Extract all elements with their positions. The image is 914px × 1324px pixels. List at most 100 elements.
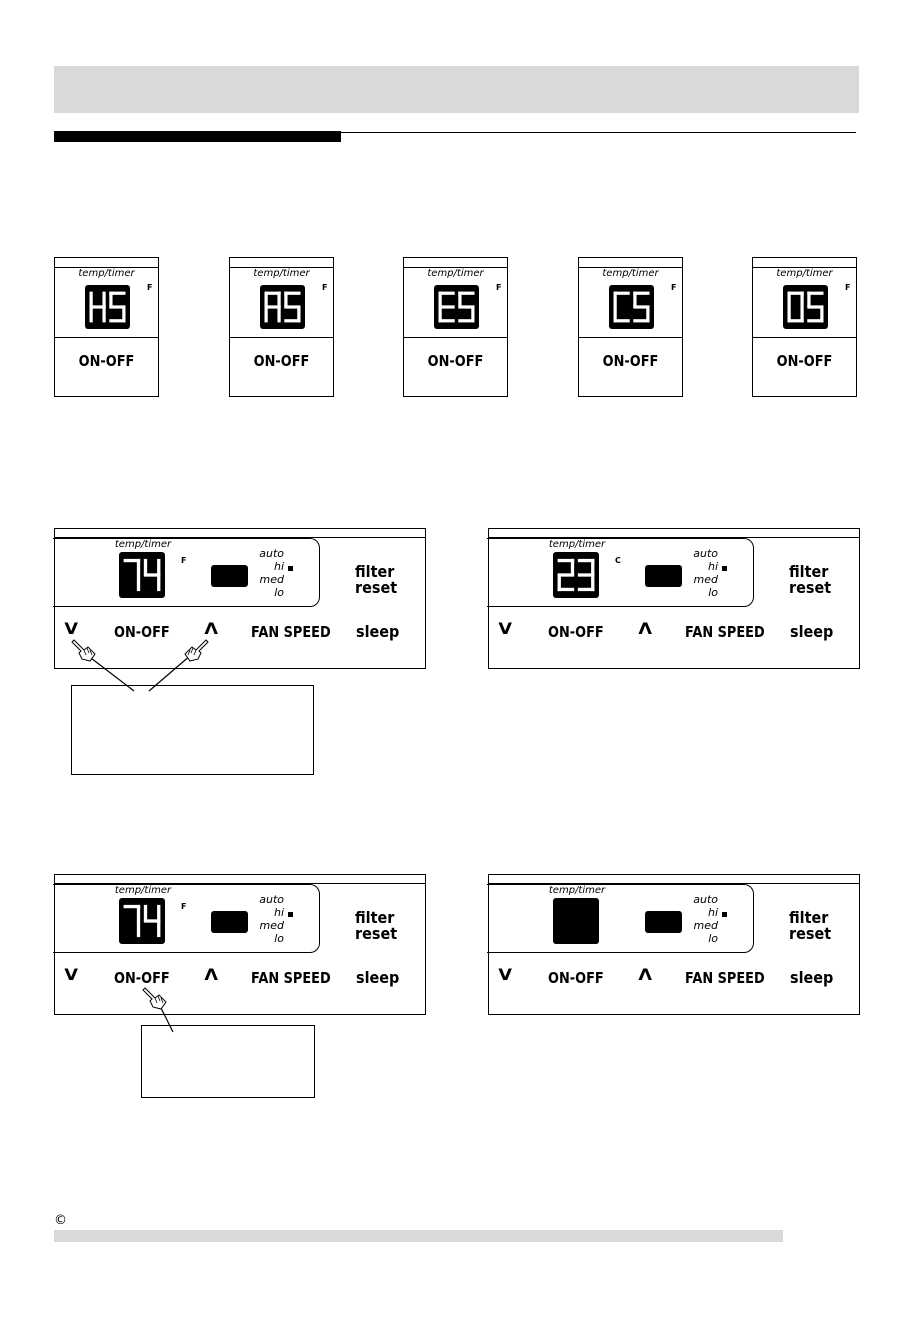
panel-top-line — [55, 883, 426, 884]
temp-up-button[interactable]: Λ — [638, 965, 653, 984]
fan-speed-button[interactable]: FAN SPEED — [251, 969, 331, 987]
sleep-button[interactable]: sleep — [790, 622, 834, 641]
display-frame — [53, 538, 320, 607]
fan-speed-hi: hi — [273, 906, 284, 919]
temp-timer-label: temp/timer — [602, 268, 659, 279]
header-bar — [54, 66, 859, 113]
on-off-button[interactable]: ON-OFF — [427, 352, 484, 370]
fan-speed-button[interactable]: FAN SPEED — [685, 969, 765, 987]
temp-timer-label: temp/timer — [548, 539, 606, 550]
fan-speed-hi: hi — [707, 906, 718, 919]
panel-top-line — [579, 267, 682, 268]
callout-box-temp-buttons — [71, 685, 314, 775]
fan-display — [645, 911, 682, 933]
unit-label: F — [147, 283, 153, 292]
on-off-button[interactable]: ON-OFF — [78, 352, 135, 370]
sleep-button[interactable]: sleep — [356, 622, 400, 641]
display-frame — [53, 884, 320, 953]
panel-divider — [579, 337, 682, 338]
temp-timer-label: temp/timer — [776, 268, 833, 279]
on-off-button[interactable]: ON-OFF — [776, 352, 833, 370]
temperature-display — [119, 898, 165, 944]
display-frame — [487, 538, 754, 607]
panel-divider — [404, 337, 507, 338]
fan-speed-auto: auto — [259, 547, 284, 560]
temp-up-button[interactable]: Λ — [204, 619, 219, 638]
callout-box-onoff — [141, 1025, 315, 1098]
temp-up-button[interactable]: Λ — [638, 619, 653, 638]
pointing-hand-icon — [141, 984, 171, 1014]
square-indicator-icon — [722, 912, 727, 917]
fan-speed-med: med — [693, 919, 718, 932]
header-rule-thin — [341, 132, 856, 133]
temperature-display — [553, 552, 599, 598]
segment-display — [434, 285, 479, 329]
unit-label: F — [496, 283, 502, 292]
sleep-button[interactable]: sleep — [790, 968, 834, 987]
temp-timer-label: temp/timer — [548, 885, 606, 896]
pointing-hand-icon — [70, 636, 100, 666]
on-off-button[interactable]: ON-OFF — [548, 623, 604, 641]
segment-display — [85, 285, 130, 329]
panel-top-line — [55, 267, 158, 268]
fan-speed-button[interactable]: FAN SPEED — [685, 623, 765, 641]
filter-label: filter — [355, 562, 395, 581]
temp-up-button[interactable]: Λ — [204, 965, 219, 984]
square-indicator-icon — [288, 566, 293, 571]
temp-down-button[interactable]: V — [498, 619, 513, 638]
unit-label: F — [181, 556, 187, 565]
on-off-button[interactable]: ON-OFF — [253, 352, 310, 370]
panel-top-line — [404, 267, 507, 268]
fan-speed-med: med — [259, 919, 284, 932]
fan-speed-lo: lo — [274, 586, 284, 599]
copyright-symbol: © — [54, 1213, 67, 1228]
temp-down-button[interactable]: V — [64, 965, 79, 984]
panel-divider — [55, 337, 158, 338]
fan-speed-button[interactable]: FAN SPEED — [251, 623, 331, 641]
panel-top-line — [230, 267, 333, 268]
temp-timer-label: temp/timer — [253, 268, 310, 279]
on-off-button[interactable]: ON-OFF — [548, 969, 604, 987]
pointing-hand-icon — [180, 636, 210, 666]
segment-display — [609, 285, 654, 329]
panel-divider — [753, 337, 856, 338]
temperature-display — [553, 898, 599, 944]
fan-speed-auto: auto — [259, 893, 284, 906]
square-indicator-icon — [288, 912, 293, 917]
segment-display — [783, 285, 828, 329]
on-off-button[interactable]: ON-OFF — [114, 969, 170, 987]
reset-label: reset — [789, 924, 832, 943]
on-off-button[interactable]: ON-OFF — [602, 352, 659, 370]
header-rule-thick — [54, 131, 341, 142]
temp-down-button[interactable]: V — [498, 965, 513, 984]
temp-timer-label: temp/timer — [114, 885, 172, 896]
temp-down-button[interactable]: V — [64, 619, 79, 638]
reset-label: reset — [355, 578, 398, 597]
fan-speed-hi: hi — [273, 560, 284, 573]
segment-display — [260, 285, 305, 329]
fan-speed-auto: auto — [693, 547, 718, 560]
display-frame — [487, 884, 754, 953]
panel-top-line — [753, 267, 856, 268]
filter-label: filter — [789, 908, 829, 927]
sleep-button[interactable]: sleep — [356, 968, 400, 987]
fan-speed-auto: auto — [693, 893, 718, 906]
temp-timer-label: temp/timer — [114, 539, 172, 550]
panel-top-line — [489, 537, 860, 538]
unit-label: F — [845, 283, 851, 292]
on-off-button[interactable]: ON-OFF — [114, 623, 170, 641]
fan-speed-hi: hi — [707, 560, 718, 573]
